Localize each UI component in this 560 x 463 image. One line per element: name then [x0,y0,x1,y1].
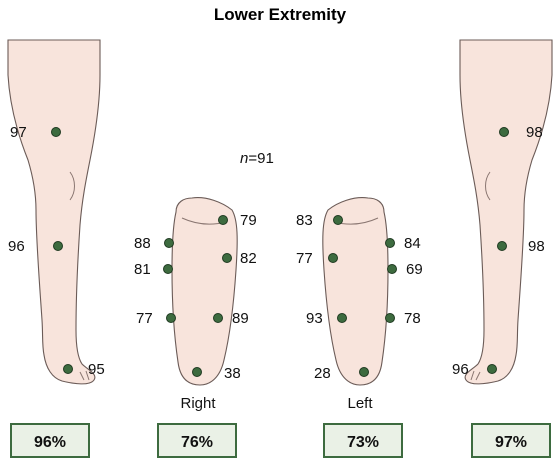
site-marker [166,313,176,323]
site-value: 69 [406,261,423,278]
site-marker [222,253,232,263]
site-marker [497,241,507,251]
site-marker [387,264,397,274]
site-value: 84 [404,235,421,252]
site-value: 96 [8,238,25,255]
site-value: 78 [404,310,421,327]
site-marker [385,238,395,248]
site-value: 82 [240,250,257,267]
summary-box [323,423,403,458]
site-value: 93 [306,310,323,327]
site-marker [487,364,497,374]
site-value: 98 [526,124,543,141]
site-value: 77 [136,310,153,327]
left-foot-illustration [322,197,389,386]
site-value: 89 [232,310,249,327]
sample-size-label: n=91 [240,150,274,167]
left-leg-illustration [459,39,553,385]
site-marker [192,367,202,377]
site-marker [213,313,223,323]
left-foot-label: Left [347,395,373,412]
right-foot-illustration [171,197,238,386]
site-marker [51,127,61,137]
n-italic: n [240,150,248,167]
diagram-title: Lower Extremity [214,5,347,24]
site-marker [385,313,395,323]
site-marker [333,215,343,225]
site-marker [53,241,63,251]
site-marker [499,127,509,137]
site-value: 79 [240,212,257,229]
site-value: 77 [296,250,313,267]
site-value: 83 [296,212,313,229]
site-marker [218,215,228,225]
site-value: 97 [10,124,27,141]
summary-percentage: 97% [495,434,527,451]
site-value: 95 [88,361,105,378]
right-leg-illustration [7,39,101,385]
site-value: 38 [224,365,241,382]
site-marker [328,253,338,263]
site-value: 96 [452,361,469,378]
summary-percentage: 96% [34,434,66,451]
summary-box [471,423,551,458]
site-value: 81 [134,261,151,278]
n-value: =91 [248,150,273,167]
site-marker [63,364,73,374]
site-marker [163,264,173,274]
site-marker [359,367,369,377]
summary-percentage: 73% [347,434,379,451]
right-foot-label: Right [180,395,216,412]
site-marker [337,313,347,323]
site-marker [164,238,174,248]
site-value: 98 [528,238,545,255]
site-value: 88 [134,235,151,252]
summary-box [157,423,237,458]
summary-percentage: 76% [181,434,213,451]
site-value: 28 [314,365,331,382]
summary-box [10,423,90,458]
